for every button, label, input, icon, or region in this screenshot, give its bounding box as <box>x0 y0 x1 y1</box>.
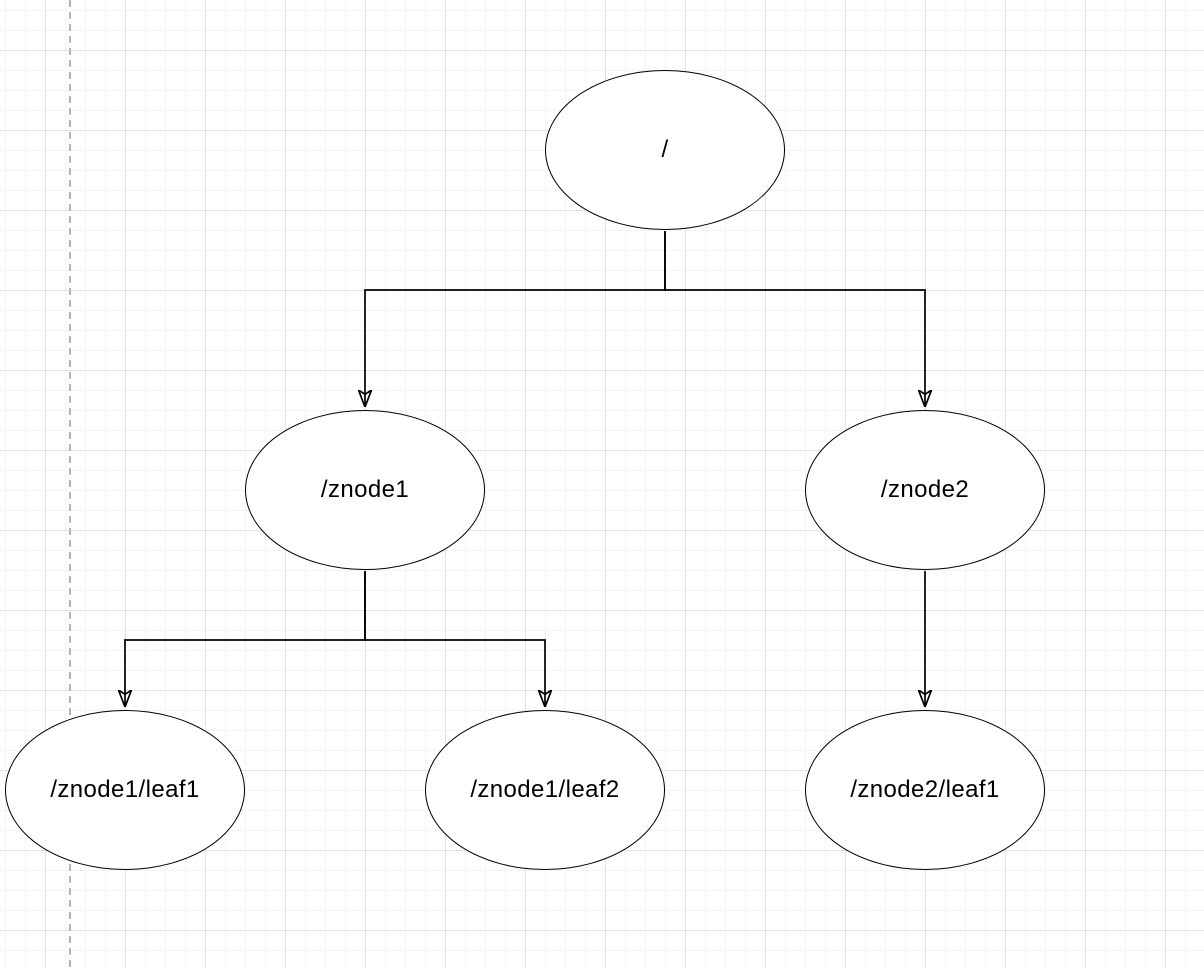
edge-znode1-to-leaf1[interactable] <box>125 571 366 707</box>
edge-root-to-znode2[interactable] <box>664 231 925 407</box>
node-znode2-label: /znode2 <box>880 476 970 503</box>
node-root[interactable]: / <box>545 70 785 230</box>
node-znode2-leaf1-label: /znode2/leaf1 <box>850 776 1000 803</box>
node-znode2-leaf1[interactable]: /znode2/leaf1 <box>805 710 1045 870</box>
node-znode1-leaf1[interactable]: /znode1/leaf1 <box>5 710 245 870</box>
node-znode1[interactable]: /znode1 <box>245 410 485 570</box>
node-znode2[interactable]: /znode2 <box>805 410 1045 570</box>
node-znode1-leaf1-label: /znode1/leaf1 <box>50 776 200 803</box>
edge-znode1-to-leaf2[interactable] <box>364 571 545 707</box>
node-root-label: / <box>661 136 669 163</box>
node-znode1-label: /znode1 <box>320 476 410 503</box>
node-znode1-leaf2[interactable]: /znode1/leaf2 <box>425 710 665 870</box>
page-boundary-dashed-line <box>69 0 71 968</box>
edge-root-to-znode1[interactable] <box>365 231 666 407</box>
node-znode1-leaf2-label: /znode1/leaf2 <box>470 776 620 803</box>
